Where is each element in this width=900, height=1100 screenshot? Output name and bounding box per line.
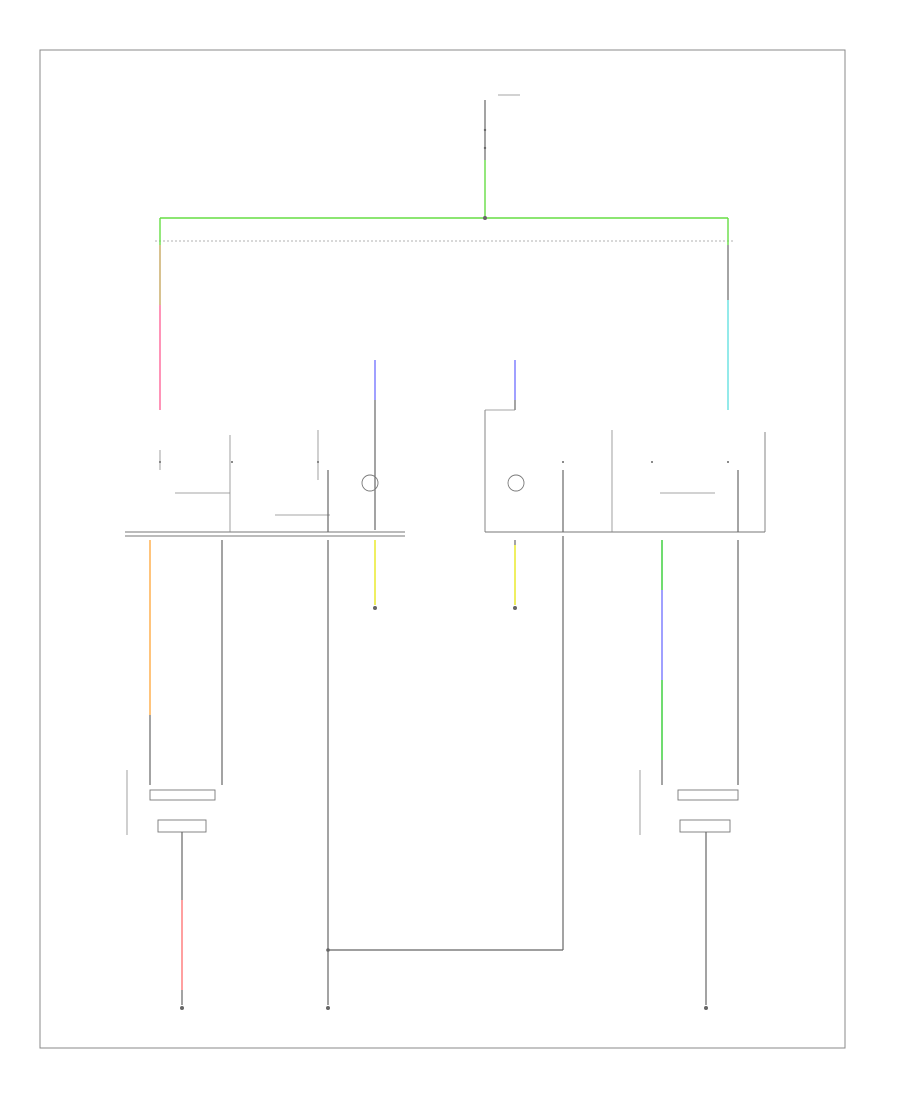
bus-splice xyxy=(483,216,487,220)
right-switch-assembly xyxy=(484,409,766,533)
top-bus xyxy=(155,216,733,242)
ground-left xyxy=(361,360,379,530)
ground-return xyxy=(326,948,563,1005)
lamp-right xyxy=(507,474,525,492)
left-switch-assembly xyxy=(125,430,405,537)
right-lower xyxy=(514,536,739,1005)
terminals xyxy=(180,606,708,1010)
left-lower xyxy=(126,540,376,1005)
diagram-frame xyxy=(39,49,846,1049)
supply-block xyxy=(483,94,520,218)
lamp-left xyxy=(361,474,379,492)
ground-right xyxy=(507,360,525,492)
